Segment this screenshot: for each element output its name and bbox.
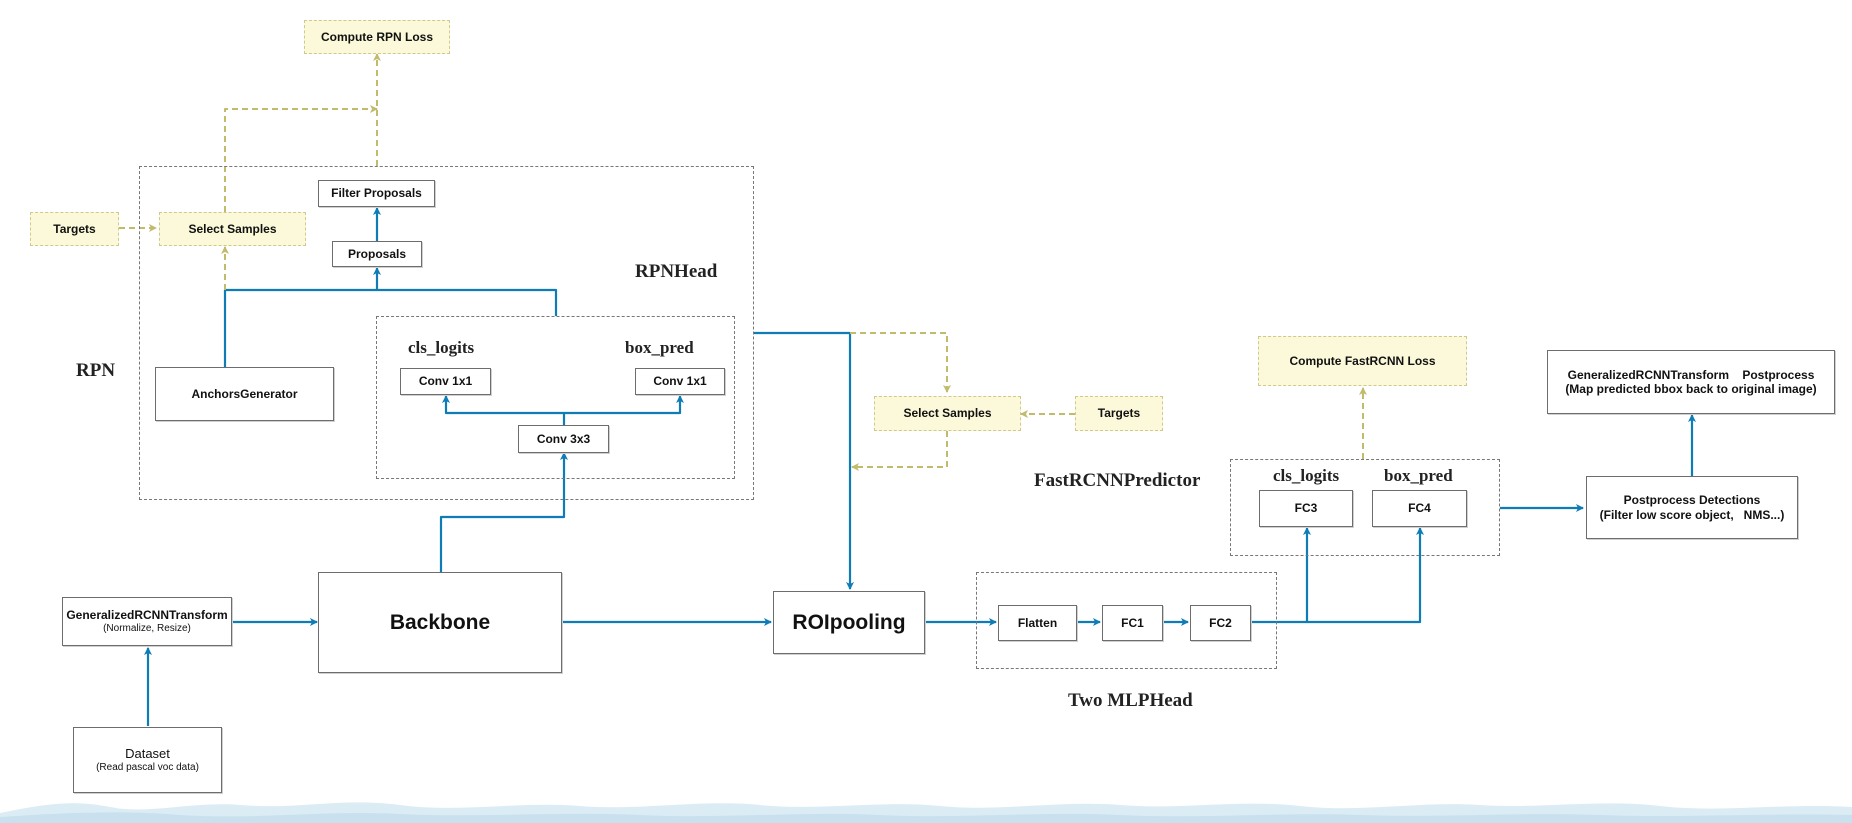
fc4-box: FC4 <box>1372 490 1467 527</box>
rpn-label: RPN <box>76 360 116 381</box>
edge-rpn-to-roipooling <box>753 331 854 590</box>
select-samples-rpn-text: Select Samples <box>188 221 277 236</box>
edge-fc2-to-fc4 <box>1307 527 1424 624</box>
flatten-box: Flatten <box>998 605 1077 641</box>
conv1x1-box-text: Conv 1x1 <box>653 374 707 389</box>
edge-rpn-to-select-samples-roi <box>850 332 951 393</box>
transform-postprocess-box: GeneralizedRCNNTransform Postprocess (Ma… <box>1547 350 1835 414</box>
compute-fastrcnn-loss-text: Compute FastRCNN Loss <box>1289 353 1436 368</box>
proposals-box: Proposals <box>332 241 422 267</box>
fc3-box: FC3 <box>1259 490 1353 527</box>
fc2-box: FC2 <box>1190 605 1251 641</box>
fc1-box: FC1 <box>1102 605 1163 641</box>
backbone-box: Backbone <box>318 572 562 673</box>
targets-rpn-text: Targets <box>53 221 96 236</box>
edge-conv3x3-to-conv-cls <box>442 395 566 425</box>
two-mlp-head-label: Two MLPHead <box>1068 690 1193 711</box>
proposals-text: Proposals <box>347 246 407 261</box>
edge-select-samples-roi-to-roipooling <box>851 431 948 471</box>
conv3x3-text: Conv 3x3 <box>536 431 591 446</box>
filter-proposals-text: Filter Proposals <box>331 186 422 201</box>
postprocess-detections-title: Postprocess Detections <box>1623 493 1761 508</box>
compute-fastrcnn-loss-box: Compute FastRCNN Loss <box>1258 336 1467 386</box>
flatten-text: Flatten <box>1017 615 1058 630</box>
fc3-text: FC3 <box>1294 501 1318 516</box>
fast-rcnn-predictor-group <box>1230 459 1500 556</box>
edge-rpnhead-to-proposals <box>373 267 558 316</box>
rpn-head-group <box>376 316 735 479</box>
rpn-box-pred-label: box_pred <box>625 338 694 357</box>
transform-title: GeneralizedRCNNTransform <box>66 607 228 622</box>
edge-select-samples-to-loss-rpn <box>224 105 378 212</box>
two-mlp-head-group <box>976 572 1277 669</box>
rpn-group <box>139 166 754 500</box>
roipooling-text: ROIpooling <box>792 610 906 634</box>
edge-backbone-to-conv3x3 <box>439 452 568 572</box>
compute-rpn-loss-box: Compute RPN Loss <box>304 20 450 54</box>
predictor-cls-logits-label: cls_logits <box>1273 466 1340 485</box>
fast-rcnn-predictor-label: FastRCNNPredictor <box>1034 470 1201 491</box>
transform-subtitle: (Normalize, Resize) <box>103 623 191 635</box>
select-samples-rpn-box: Select Samples <box>159 212 306 246</box>
fc4-text: FC4 <box>1408 501 1431 516</box>
rpn-cls-logits-label: cls_logits <box>408 338 475 357</box>
targets-roi-box: Targets <box>1075 396 1163 431</box>
postprocess-detections-subtitle: (Filter low score object, NMS...) <box>1599 507 1785 522</box>
edge-conv3x3-to-conv-box <box>564 395 684 415</box>
postprocess-detections-box: Postprocess Detections (Filter low score… <box>1586 476 1798 539</box>
transform-postprocess-subtitle: (Map predicted bbox back to original ima… <box>1565 382 1817 396</box>
conv1x1-cls-text: Conv 1x1 <box>418 374 473 389</box>
predictor-box-pred-label: box_pred <box>1384 466 1453 485</box>
conv3x3-box: Conv 3x3 <box>518 425 609 453</box>
anchors-generator-text: AnchorsGenerator <box>191 386 298 401</box>
select-samples-roi-text: Select Samples <box>903 406 992 421</box>
select-samples-roi-box: Select Samples <box>874 396 1021 431</box>
anchors-generator-box: AnchorsGenerator <box>155 367 334 421</box>
rpn-head-label: RPNHead <box>635 261 718 282</box>
fc2-text: FC2 <box>1209 615 1232 630</box>
backbone-text: Backbone <box>389 610 491 634</box>
bottom-wave-decoration <box>0 802 1852 823</box>
filter-proposals-box: Filter Proposals <box>318 180 435 207</box>
transform-box: GeneralizedRCNNTransform (Normalize, Res… <box>62 597 232 646</box>
dataset-title: Dataset <box>125 745 170 761</box>
compute-rpn-loss-text: Compute RPN Loss <box>320 29 433 44</box>
transform-postprocess-title: GeneralizedRCNNTransform Postprocess <box>1567 367 1815 382</box>
targets-rpn-box: Targets <box>30 212 119 246</box>
roipooling-box: ROIpooling <box>773 591 925 654</box>
fc1-text: FC1 <box>1121 615 1144 630</box>
conv1x1-cls-box: Conv 1x1 <box>400 368 491 395</box>
targets-roi-text: Targets <box>1097 406 1141 421</box>
conv1x1-box-box: Conv 1x1 <box>635 368 725 395</box>
dataset-subtitle: (Read pascal voc data) <box>96 762 199 774</box>
dataset-box: Dataset (Read pascal voc data) <box>73 727 222 793</box>
